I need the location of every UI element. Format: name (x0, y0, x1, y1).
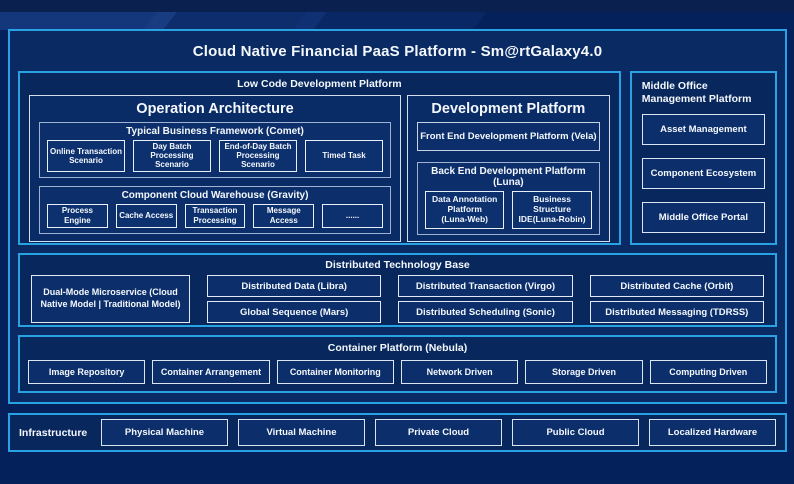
item-private-cloud: Private Cloud (375, 419, 502, 446)
item-distributed-data-libra: Distributed Data (Libra) (207, 275, 382, 297)
item-online-transaction-scenario: Online Transaction Scenario (47, 140, 125, 172)
item-asset-management: Asset Management (641, 114, 765, 146)
item-public-cloud: Public Cloud (512, 419, 639, 446)
container-platform-title: Container Platform (Nebula) (327, 342, 468, 354)
item-container-monitoring: Container Monitoring (276, 360, 394, 384)
development-platform-title: Development Platform (431, 101, 586, 117)
stripe-shape (292, 12, 488, 30)
comet-items: Online Transaction Scenario Day Batch Pr… (47, 140, 383, 172)
distributed-title: Distributed Technology Base (325, 259, 470, 271)
item-subname: (Luna-Web) (441, 213, 488, 224)
group-typical-business-framework-comet: Typical Business Framework (Comet) Onlin… (39, 122, 391, 178)
operation-architecture-title: Operation Architecture (136, 101, 294, 117)
diagram-title: Cloud Native Financial PaaS Platform - S… (192, 42, 603, 60)
item-process-engine: Process Engine (47, 203, 108, 228)
comet-label: Typical Business Framework (Comet) (126, 126, 304, 137)
item-subname: IDE(Luna-Robin) (518, 213, 586, 224)
container-platform-items: Image Repository Container Arrangement C… (28, 360, 767, 384)
distributed-items: Dual-Mode Microservice (Cloud Native Mod… (31, 275, 764, 323)
infrastructure-label: Infrastructure (19, 426, 88, 439)
item-business-structure-ide-luna-robin: Business Structure IDE(Luna-Robin) (512, 191, 592, 229)
platform-panel: Cloud Native Financial PaaS Platform - S… (8, 29, 787, 404)
item-message-access: Message Access (253, 203, 315, 228)
section-container-platform-nebula: Container Platform (Nebula) Image Reposi… (18, 335, 777, 393)
item-computing-driven: Computing Driven (649, 360, 767, 384)
item-dual-mode-microservice: Dual-Mode Microservice (Cloud Native Mod… (31, 275, 190, 323)
item-virtual-machine: Virtual Machine (238, 419, 365, 446)
gravity-items: Process Engine Cache Access Transaction … (47, 203, 383, 228)
item-transaction-processing: Transaction Processing (184, 203, 246, 228)
distributed-col-1: Distributed Data (Libra) Global Sequence… (207, 275, 382, 323)
item-storage-driven: Storage Driven (525, 360, 643, 384)
item-day-batch-processing-scenario: Day Batch Processing Scenario (133, 140, 211, 172)
item-localized-hardware: Localized Hardware (649, 419, 776, 446)
group-component-cloud-warehouse-gravity: Component Cloud Warehouse (Gravity) Proc… (39, 185, 391, 234)
middle-office-title: Middle Office Management Platform (641, 80, 752, 106)
top-dark-band (0, 0, 794, 12)
upper-row: Low Code Development Platform Operation … (18, 71, 777, 245)
back-end-items: Data Annotation Platform (Luna-Web) Busi… (425, 191, 592, 229)
box-development-platform: Development Platform Front End Developme… (407, 95, 610, 242)
item-network-driven: Network Driven (400, 360, 519, 384)
item-distributed-transaction-virgo: Distributed Transaction (Virgo) (398, 275, 573, 297)
item-physical-machine: Physical Machine (101, 419, 228, 446)
item-distributed-cache-orbit: Distributed Cache (Orbit) (589, 275, 764, 297)
section-middle-office-management-platform: Middle Office Management Platform Asset … (629, 71, 777, 245)
item-front-end-development-platform-vela: Front End Development Platform (Vela) (417, 122, 600, 151)
section-distributed-technology-base: Distributed Technology Base Dual-Mode Mi… (18, 253, 777, 327)
decorative-stripes (0, 12, 520, 30)
group-back-end-development-platform-luna: Back End Development Platform (Luna) Dat… (417, 162, 600, 235)
item-ellipsis: ...... (322, 203, 383, 228)
low-code-content: Operation Architecture Typical Business … (29, 95, 610, 242)
section-infrastructure: Infrastructure Physical Machine Virtual … (8, 413, 787, 452)
item-container-arrangement: Container Arrangement (152, 360, 270, 384)
item-end-of-day-batch-processing-scenario: End-of-Day Batch Processing Scenario (219, 140, 297, 172)
gravity-label: Component Cloud Warehouse (Gravity) (121, 189, 309, 201)
item-image-repository: Image Repository (28, 360, 146, 384)
item-data-annotation-platform-luna-web: Data Annotation Platform (Luna-Web) (425, 191, 505, 229)
back-end-label: Back End Development Platform (Luna) (431, 166, 586, 188)
box-operation-architecture: Operation Architecture Typical Business … (29, 95, 401, 242)
item-global-sequence-mars: Global Sequence (Mars) (207, 301, 382, 323)
distributed-col-2: Distributed Transaction (Virgo) Distribu… (398, 275, 573, 323)
item-distributed-messaging-tdrss: Distributed Messaging (TDRSS) (589, 301, 764, 323)
item-timed-task: Timed Task (305, 140, 383, 172)
item-distributed-scheduling-sonic: Distributed Scheduling (Sonic) (398, 301, 573, 323)
item-name: Data Annotation Platform (432, 194, 498, 215)
item-name: Business Structure (533, 194, 571, 215)
low-code-label: Low Code Development Platform (237, 78, 402, 90)
item-component-ecosystem: Component Ecosystem (641, 158, 765, 190)
section-low-code-development-platform: Low Code Development Platform Operation … (18, 71, 621, 245)
item-cache-access: Cache Access (115, 203, 177, 228)
distributed-col-3: Distributed Cache (Orbit) Distributed Me… (589, 275, 764, 323)
item-middle-office-portal: Middle Office Portal (641, 202, 765, 234)
